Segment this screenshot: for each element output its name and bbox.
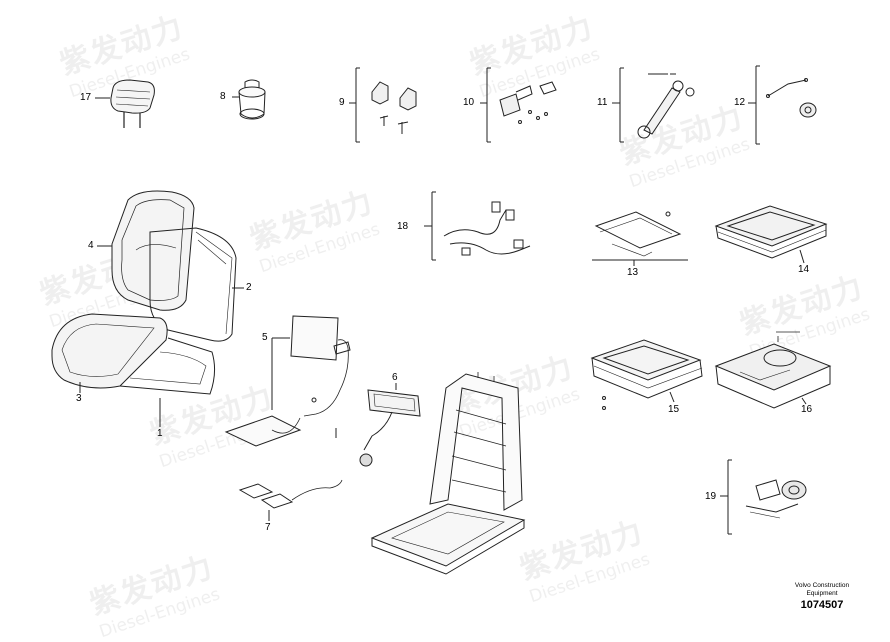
compressor-part xyxy=(745,479,807,519)
switch-panel-part xyxy=(359,389,421,467)
group-bracket xyxy=(755,65,760,145)
callout-10: 10 xyxy=(463,97,475,108)
slide-rails-part xyxy=(594,211,682,257)
latch-part xyxy=(499,81,557,124)
callout-13: 13 xyxy=(627,267,639,278)
callout-8: 8 xyxy=(220,91,226,102)
seat-cushion-part xyxy=(51,313,216,395)
callout-17: 17 xyxy=(80,92,92,103)
suspension-bellows-part xyxy=(590,339,703,410)
group-bracket xyxy=(355,67,360,143)
manufacturer-label: Volvo Construction Equipment xyxy=(794,582,850,597)
shock-absorber-part xyxy=(637,73,695,139)
callout-2: 2 xyxy=(246,282,252,293)
callout-15: 15 xyxy=(668,404,680,415)
heating-pad-part xyxy=(224,315,351,447)
bellows-part xyxy=(714,205,828,259)
group-bracket xyxy=(431,191,436,261)
callout-14: 14 xyxy=(798,264,810,275)
callout-3: 3 xyxy=(76,393,82,404)
callout-7: 7 xyxy=(265,522,271,533)
leader-line xyxy=(669,391,675,403)
callout-16: 16 xyxy=(801,404,813,415)
bracket-set-part xyxy=(371,81,417,134)
suspension-unit-part xyxy=(714,331,832,409)
callout-11: 11 xyxy=(597,97,608,108)
seat-frame-part xyxy=(370,372,526,575)
drawing-footer: Volvo Construction Equipment 1074507 xyxy=(790,582,854,611)
drawing-canvas xyxy=(51,65,832,575)
leader-line xyxy=(801,397,807,405)
group-bracket xyxy=(619,67,624,143)
leader-line xyxy=(799,249,805,264)
rod-grommet-part xyxy=(766,78,817,118)
headrest-part xyxy=(110,79,155,128)
heating-elements-part xyxy=(238,479,343,509)
callout-6: 6 xyxy=(392,372,398,383)
backrest-cushion-part xyxy=(111,190,195,311)
wiring-harness-part xyxy=(443,201,531,256)
group-bracket xyxy=(486,67,491,143)
callout-1: 1 xyxy=(157,428,163,439)
group-bracket xyxy=(727,459,732,535)
callout-18: 18 xyxy=(397,221,409,232)
drawing-number: 1074507 xyxy=(800,599,844,611)
callout-5: 5 xyxy=(262,332,268,343)
knob-part xyxy=(238,79,266,120)
callout-12: 12 xyxy=(734,97,746,108)
callout-19: 19 xyxy=(705,491,717,502)
callout-9: 9 xyxy=(339,97,345,108)
callout-4: 4 xyxy=(88,240,94,251)
